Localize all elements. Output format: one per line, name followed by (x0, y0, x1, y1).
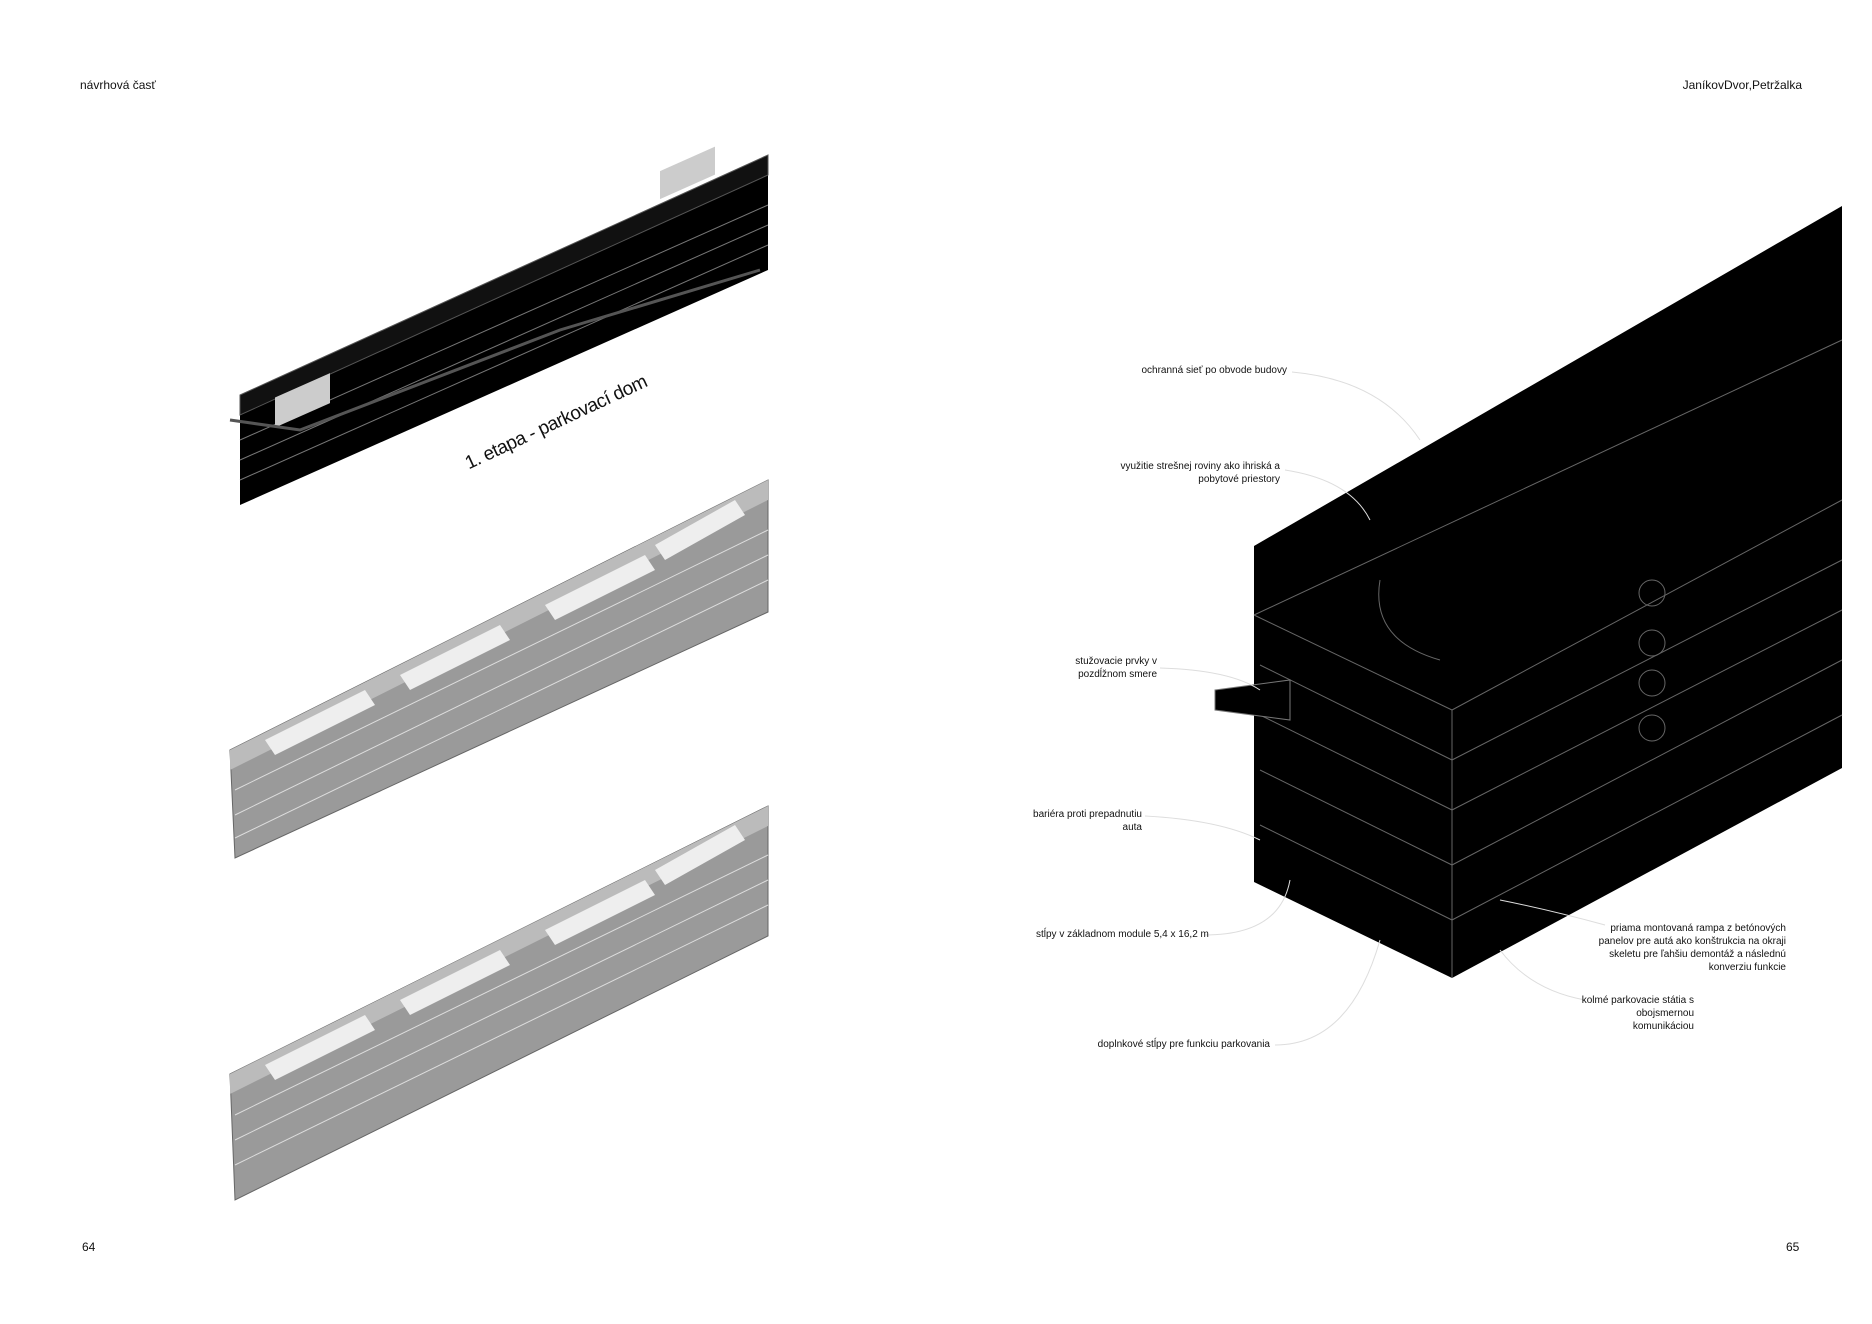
annotation-line: doplnkové stĺpy pre funkciu parkovania (1097, 1039, 1270, 1050)
axonometric-phase1-black (229, 146, 769, 505)
right-page-header: JaníkovDvor,Petržalka (1682, 78, 1802, 92)
annotation-line: ochranná sieť po obvode budovy (1141, 365, 1287, 376)
annotation-line: obojsmernou (1636, 1008, 1694, 1019)
annotation-line: skeletu pre ľahšiu demontáž a následnú (1609, 949, 1786, 960)
axonometric-detail-black (1214, 206, 1843, 978)
right-page-number: 65 (1786, 1240, 1800, 1254)
annotation-safety-net: ochranná sieť po obvode budovy (1141, 364, 1287, 377)
annotation-line: bariéra proti prepadnutiu (1033, 809, 1142, 820)
annotation-bracing: stužovacie prvky v pozdĺžnom smere (1075, 655, 1157, 681)
annotation-line: panelov pre autá ako konštrukcia na okra… (1598, 936, 1786, 947)
annotation-line: stužovacie prvky v (1075, 656, 1157, 667)
annotation-line: pobytové priestory (1198, 474, 1280, 485)
axonometric-phase2-grey (229, 479, 769, 859)
annotation-ramp: priama montovaná rampa z betónových pane… (1599, 922, 1786, 974)
axonometric-phase3-grey (229, 805, 769, 1201)
annotation-line: komunikáciou (1632, 1021, 1694, 1032)
left-page-header: návrhová časť (80, 78, 156, 92)
annotation-line: využitie strešnej roviny ako ihriská a (1120, 461, 1280, 472)
annotation-barrier: bariéra proti prepadnutiu auta (1033, 808, 1142, 834)
annotation-line: pozdĺžnom smere (1078, 669, 1157, 680)
leader-lines (1144, 371, 1606, 1046)
annotation-parking-stalls: kolmé parkovacie státia s obojsmernou ko… (1582, 994, 1694, 1033)
annotation-line: konverziu funkcie (1708, 962, 1786, 973)
left-page-number: 64 (82, 1240, 96, 1254)
annotation-line: kolmé parkovacie státia s (1581, 995, 1694, 1006)
annotation-line: auta (1122, 822, 1142, 833)
annotation-line: priama montovaná rampa z betónových (1610, 923, 1786, 934)
annotation-roof-use: využitie strešnej roviny ako ihriská a p… (1120, 460, 1280, 486)
annotation-columns: stĺpy v základnom module 5,4 x 16,2 m (1036, 928, 1209, 941)
annotation-extra-columns: doplnkové stĺpy pre funkciu parkovania (1098, 1038, 1270, 1051)
annotation-line: stĺpy v základnom module 5,4 x 16,2 m (1036, 929, 1209, 940)
